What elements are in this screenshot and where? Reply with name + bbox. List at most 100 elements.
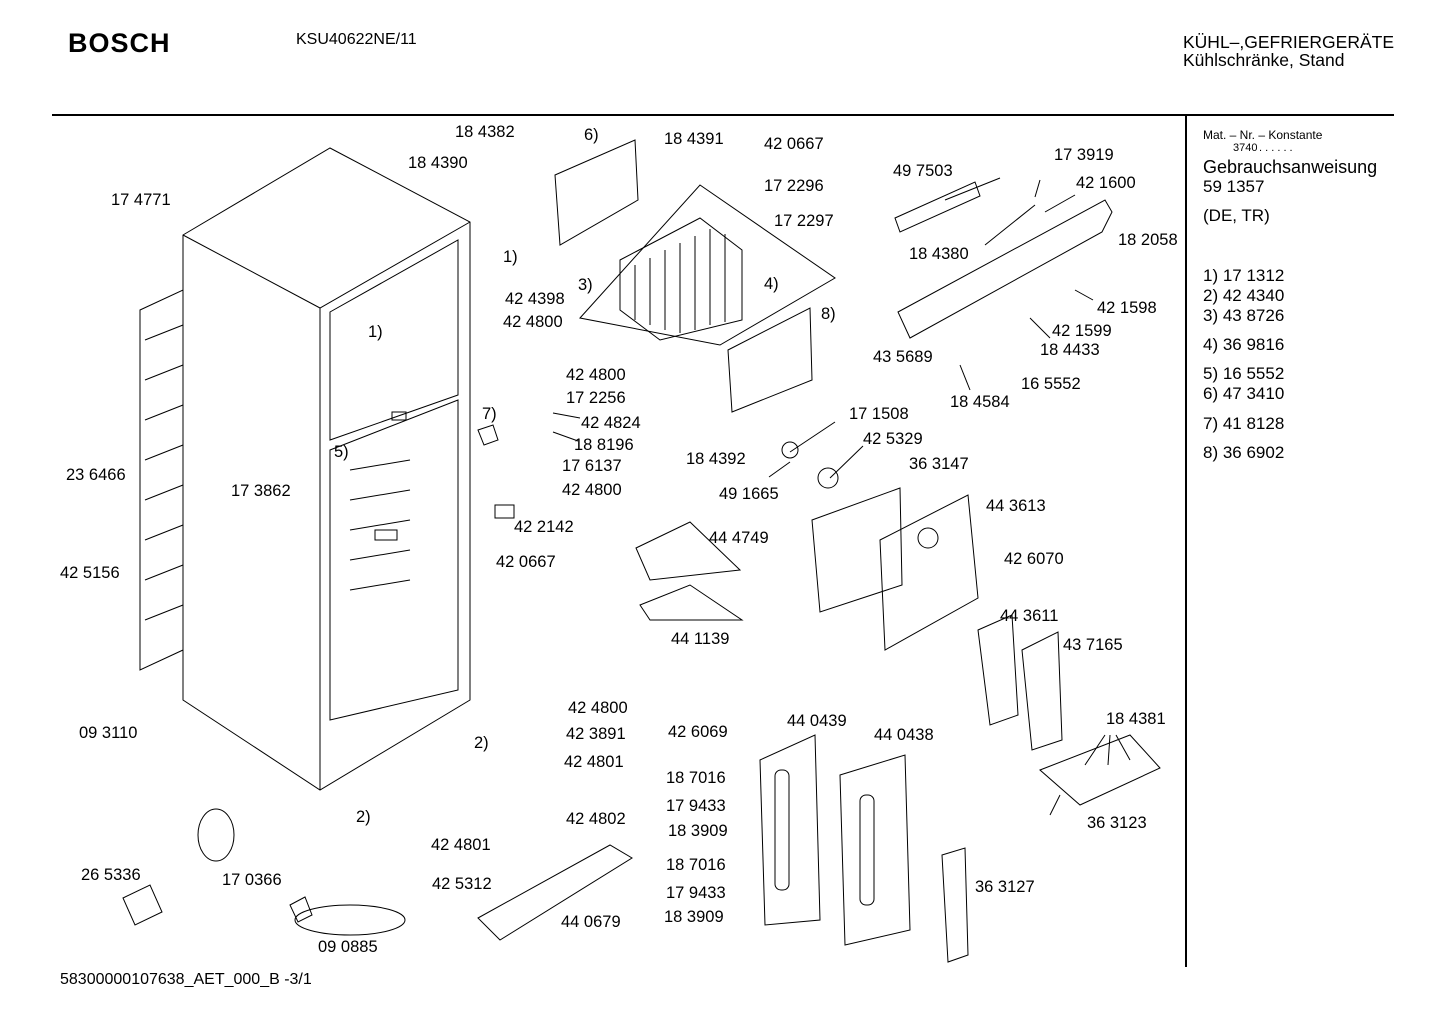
ref-item: 6) 47 3410	[1203, 384, 1285, 403]
part-label: 44 3613	[986, 497, 1046, 515]
part-label: 1)	[368, 323, 383, 341]
doc-languages: (DE, TR)	[1203, 206, 1270, 225]
part-label: 18 4433	[1040, 341, 1100, 359]
part-label: 42 4802	[566, 810, 626, 828]
part-label: 36 3123	[1087, 814, 1147, 832]
part-label: 23 6466	[66, 466, 126, 484]
part-label: 1)	[503, 248, 518, 266]
part-label: 42 4800	[562, 481, 622, 499]
part-label: 18 7016	[666, 769, 726, 787]
motor-and-cord-drawing	[122, 424, 515, 936]
part-label: 17 4771	[111, 191, 171, 209]
part-label: 42 0667	[764, 135, 824, 153]
part-label: 09 3110	[79, 724, 138, 742]
ref-item: 1) 17 1312	[1203, 266, 1285, 285]
part-label: 44 4749	[709, 529, 769, 547]
part-label: 42 4824	[581, 414, 641, 432]
ref-item: 3) 43 8726	[1203, 306, 1285, 325]
part-label: 42 4398	[505, 290, 565, 308]
cabinet-drawing	[139, 147, 471, 791]
part-label: 17 2296	[764, 177, 824, 195]
part-label: 42 5312	[432, 875, 492, 893]
part-label: 09 0885	[318, 938, 378, 956]
category-title: KÜHL–,GEFRIERGERÄTE	[1183, 32, 1395, 52]
part-label: 49 7503	[893, 162, 953, 180]
fan-shroud-drawing	[635, 521, 744, 621]
part-label: 42 1598	[1097, 299, 1157, 317]
part-label: 18 3909	[668, 822, 728, 840]
doc-number: 59 1357	[1203, 177, 1265, 196]
doc-title: Gebrauchsanweisung	[1203, 157, 1378, 177]
part-label: 42 4800	[503, 313, 563, 331]
part-label: 17 1508	[849, 405, 909, 423]
part-label: 42 4800	[568, 699, 628, 717]
part-label: 44 0439	[787, 712, 847, 730]
part-label: 42 1600	[1076, 174, 1136, 192]
part-label: 36 3127	[975, 878, 1035, 896]
part-label: 18 7016	[666, 856, 726, 874]
part-label: 18 2058	[1118, 231, 1178, 249]
part-label: 42 4800	[566, 366, 626, 384]
part-label: 18 4392	[686, 450, 746, 468]
document-id: 58300000107638_AET_000_B -3/1	[60, 971, 312, 988]
ref-item: 7) 41 8128	[1203, 414, 1285, 433]
part-label: 2)	[356, 808, 371, 826]
part-label: 44 3611	[1000, 607, 1059, 625]
part-label: 43 7165	[1063, 636, 1123, 654]
part-label: 4)	[764, 275, 779, 293]
part-label: 17 9433	[666, 884, 726, 902]
mat-dots: . . . . . .	[1259, 142, 1293, 154]
part-label: 36 3147	[909, 455, 969, 473]
ref-item: 2) 42 4340	[1203, 286, 1285, 305]
model-number: KSU40622NE/11	[296, 31, 417, 48]
part-label: 17 2256	[566, 389, 626, 407]
part-label: 26 5336	[81, 866, 141, 884]
part-label: 42 5156	[60, 564, 120, 582]
leader-lines	[552, 179, 1131, 816]
part-label: 44 1139	[671, 630, 730, 648]
part-label: 18 4381	[1106, 710, 1166, 728]
part-label: 44 0679	[561, 913, 621, 931]
part-label: 49 1665	[719, 485, 779, 503]
part-label: 42 6069	[668, 723, 728, 741]
part-label: 42 1599	[1052, 322, 1112, 340]
part-label: 18 8196	[574, 436, 634, 454]
part-label: 43 5689	[873, 348, 933, 366]
part-label: 42 2142	[514, 518, 574, 536]
mat-label: Mat. – Nr. – Konstante	[1203, 128, 1323, 142]
part-label: 8)	[821, 305, 836, 323]
part-label: 42 3891	[566, 725, 626, 743]
part-label: 17 2297	[774, 212, 834, 230]
part-label: 42 6070	[1004, 550, 1064, 568]
part-label: 44 0438	[874, 726, 934, 744]
part-label: 18 3909	[664, 908, 724, 926]
part-label: 7)	[482, 405, 497, 423]
part-label: 18 4390	[408, 154, 468, 172]
part-label: 42 4801	[431, 836, 491, 854]
part-label: 18 4391	[664, 130, 724, 148]
part-label: 17 9433	[666, 797, 726, 815]
fan-cover-drawing	[781, 441, 979, 651]
door-covers-drawing	[477, 614, 1161, 963]
part-label: 18 4584	[950, 393, 1010, 411]
ref-item: 4) 36 9816	[1203, 335, 1285, 354]
part-label: 17 3919	[1054, 146, 1114, 164]
part-label: 42 4801	[564, 753, 624, 771]
part-label: 5)	[334, 443, 349, 461]
header-divider	[52, 114, 1394, 116]
ref-item: 5) 16 5552	[1203, 364, 1285, 383]
part-label: 42 0667	[496, 553, 556, 571]
sidebar-divider	[1185, 116, 1187, 967]
mat-value: 3740	[1233, 142, 1258, 154]
part-label: 6)	[584, 126, 599, 144]
part-label: 42 5329	[863, 430, 923, 448]
part-label: 16 5552	[1021, 375, 1081, 393]
brand-logo: BOSCH	[68, 28, 171, 58]
part-label: 2)	[474, 734, 489, 752]
evaporator-drawing	[554, 139, 836, 413]
part-label: 18 4380	[909, 245, 969, 263]
category-subtitle: Kühlschränke, Stand	[1183, 50, 1345, 70]
part-label: 3)	[578, 276, 593, 294]
control-panel-drawing	[894, 177, 1113, 339]
